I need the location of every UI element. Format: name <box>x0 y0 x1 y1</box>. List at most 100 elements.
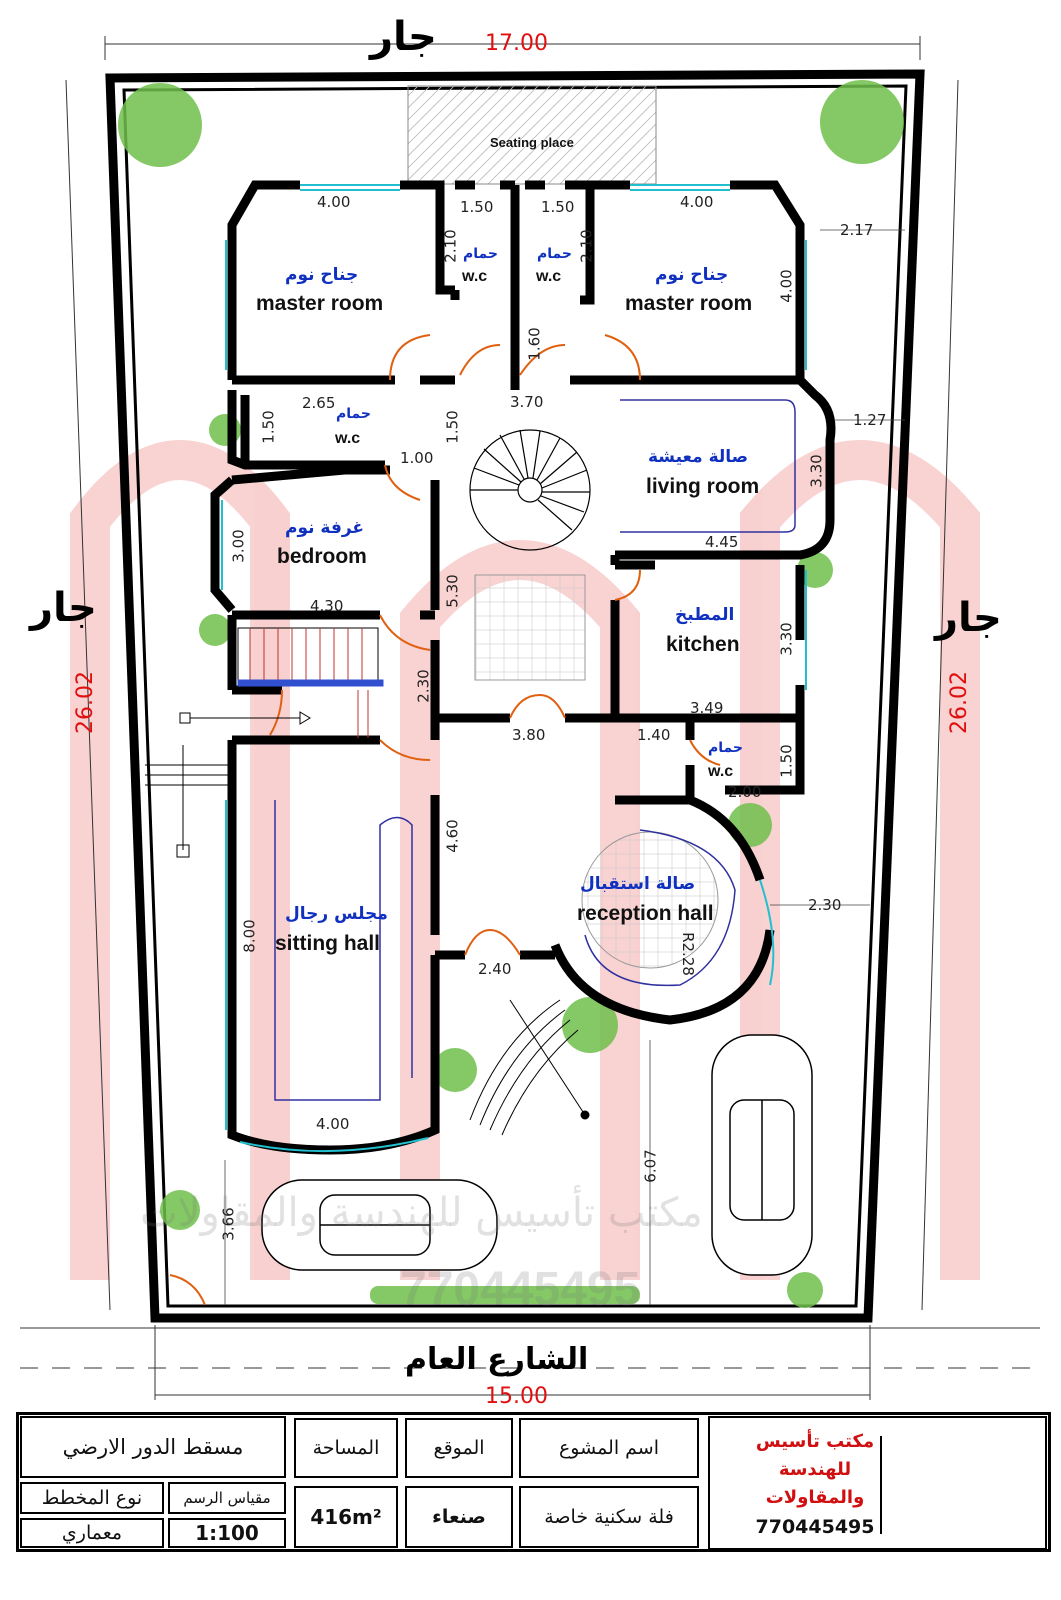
seating-place-label: Seating place <box>490 135 574 150</box>
wc-top-left-en: w.c <box>462 268 488 285</box>
trees <box>118 80 904 1308</box>
tb-area-value: 416m² <box>294 1486 398 1548</box>
dim-d17: 3.00 <box>229 529 248 563</box>
spiral-stair <box>469 429 591 551</box>
seating-place-area <box>407 85 657 185</box>
dim-d10: 2.65 <box>302 394 336 412</box>
tb-project-value: فلة سكنية خاصة <box>519 1486 699 1548</box>
furniture-outlines <box>274 399 796 1101</box>
dim-d26: 1.50 <box>777 744 796 778</box>
tb-plan-title-text: مسقط الدور الارضي <box>62 1435 244 1459</box>
dim-d34: 4.00 <box>316 1115 350 1133</box>
tb-plan-title: مسقط الدور الارضي <box>20 1416 286 1478</box>
dim-right-outer: 26.02 <box>946 671 972 734</box>
wc-top-right-en: w.c <box>536 268 562 285</box>
neighbor-right: جار <box>935 595 1002 641</box>
reception-en: reception hall <box>577 902 714 925</box>
dim-d27: 2.00 <box>728 783 762 801</box>
ceiling-ornament <box>474 574 586 681</box>
tb-company-box: مكتب تأسيس للهندسة والمقاولات 770445495 <box>708 1416 1047 1550</box>
living-en: living room <box>646 475 760 498</box>
dim-d11: 1.50 <box>259 410 278 444</box>
tb-plan-type-label: نوع المخطط <box>20 1482 164 1514</box>
straight-stair <box>237 627 384 738</box>
neighbor-top: جار <box>370 14 437 60</box>
dim-d3: 1.50 <box>541 198 575 216</box>
dim-d23: 3.49 <box>690 699 724 717</box>
dim-d30: 8.00 <box>240 919 259 953</box>
dim-d12: 1.50 <box>443 410 462 444</box>
kitchen-ar: المطبخ <box>675 605 735 625</box>
dim-d13: 3.70 <box>510 393 544 411</box>
dim-d4: 4.00 <box>680 193 714 211</box>
dim-d28: 4.60 <box>443 819 462 853</box>
top-dimension-line <box>104 36 921 60</box>
watermark-phone: 770445495 <box>400 1263 641 1316</box>
dim-d25: 1.40 <box>637 726 671 744</box>
bedroom-ar: غرفة نوم <box>285 518 365 538</box>
walls <box>210 180 836 1155</box>
tb-area-label: المساحة <box>294 1418 398 1478</box>
dim-d21: 3.30 <box>777 622 796 656</box>
wc-mid-en: w.c <box>335 430 361 447</box>
tb-company-name: مكتب تأسيس للهندسة والمقاولات <box>755 1431 875 1508</box>
master-right-en: master room <box>625 292 753 315</box>
dim-d20: 5.30 <box>443 574 462 608</box>
living-ar: صالة معيشة <box>648 447 749 467</box>
dim-d15: 1.00 <box>400 449 434 467</box>
dim-d16: 3.30 <box>807 454 826 488</box>
wc-mid-ar: حمام <box>336 406 371 422</box>
sitting-ar: مجلس رجال <box>285 904 388 924</box>
side-dimension-lines <box>65 79 959 1311</box>
front-curved-steps <box>469 999 590 1136</box>
master-left-en: master room <box>256 292 384 315</box>
wc-top-left-ar: حمام <box>463 246 498 262</box>
dim-d2: 1.50 <box>460 198 494 216</box>
neighbor-left: جار <box>30 585 97 631</box>
tb-company-phone: 770445495 <box>755 1516 875 1538</box>
dim-d24: 3.80 <box>512 726 546 744</box>
car-left <box>261 1179 498 1271</box>
bedroom-en: bedroom <box>277 545 367 568</box>
dim-d8: 4.00 <box>777 269 796 303</box>
dim-d32: R2.28 <box>678 932 697 976</box>
dim-d14: 1.27 <box>853 411 887 429</box>
dim-d6: 2.10 <box>441 229 460 263</box>
street-label: الشارع العام <box>405 1342 589 1377</box>
dim-d31: 2.40 <box>478 960 512 978</box>
dim-d19: 4.30 <box>310 597 344 615</box>
tb-project-label: اسم المشوع <box>519 1418 699 1478</box>
side-entry-steps <box>145 711 311 858</box>
dim-d22: 2.30 <box>414 669 433 703</box>
dim-d7: 2.10 <box>577 229 596 263</box>
dim-left-outer: 26.02 <box>72 671 98 734</box>
master-left-ar: جناح نوم <box>285 265 359 285</box>
dim-top-outer: 17.00 <box>485 31 548 56</box>
dim-d5: 2.17 <box>840 221 874 239</box>
dim-bottom-outer: 15.00 <box>485 1384 548 1409</box>
reception-ar: صالة استقبال <box>580 874 696 894</box>
tb-scale-value: 1:100 <box>168 1518 286 1548</box>
tb-plan-type-value: معماري <box>20 1518 164 1548</box>
master-right-ar: جناح نوم <box>655 265 729 285</box>
car-right <box>711 1034 813 1276</box>
dim-d9: 1.60 <box>525 327 544 361</box>
tb-location-value: صنعاء <box>405 1486 513 1548</box>
sitting-en: sitting hall <box>275 932 380 955</box>
kitchen-en: kitchen <box>666 633 740 656</box>
wc-top-right-ar: حمام <box>537 246 572 262</box>
dim-d18: 4.45 <box>705 533 739 551</box>
dim-d29: 2.30 <box>808 896 842 914</box>
reception-ornament <box>581 831 719 969</box>
doors <box>169 334 721 1306</box>
dim-d35: 3.66 <box>219 1207 238 1241</box>
tb-scale-label: مقياس الرسم <box>168 1482 286 1514</box>
wc-kitchen-en: w.c <box>708 763 734 780</box>
wc-kitchen-ar: حمام <box>708 740 743 756</box>
dim-d33: 6.07 <box>641 1149 660 1183</box>
tb-location-label: الموقع <box>405 1418 513 1478</box>
windows <box>221 184 807 1153</box>
dim-d1: 4.00 <box>317 193 351 211</box>
watermark-company: مكتب تأسيس للهندسة والمقاولات <box>140 1190 703 1236</box>
